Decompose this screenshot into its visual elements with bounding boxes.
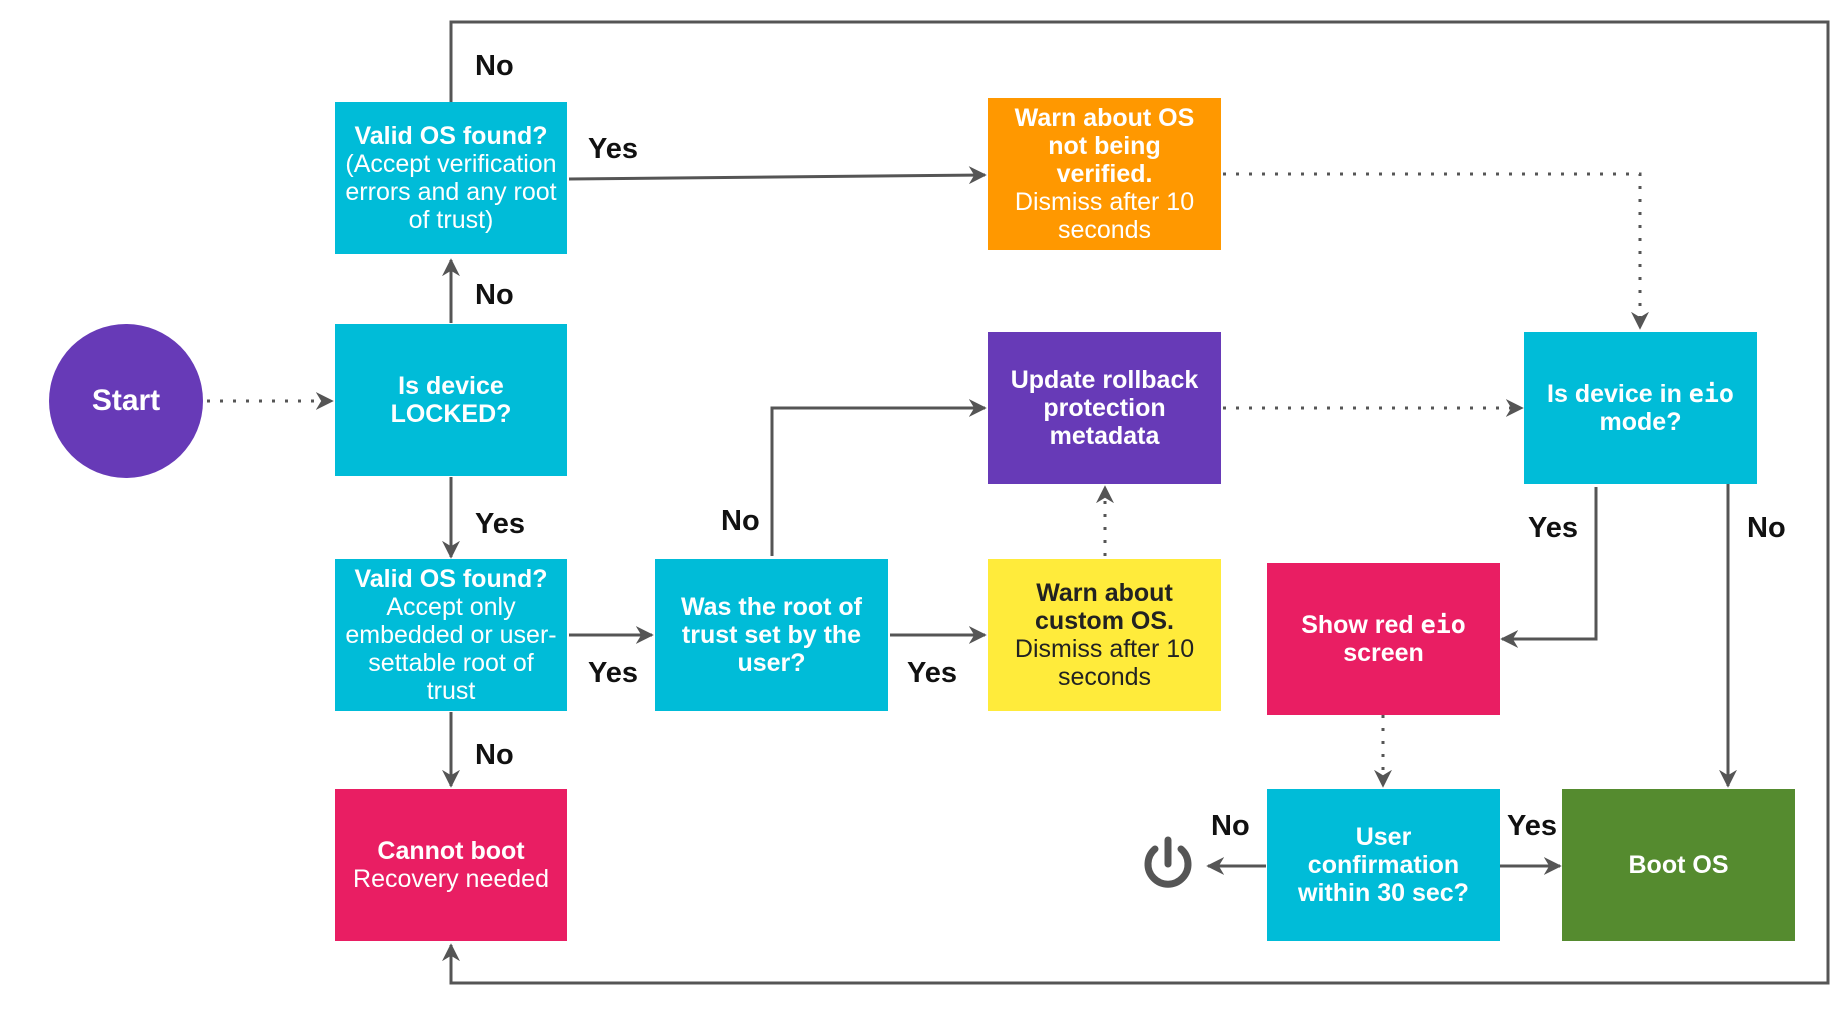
node-warn-unverified: Warn about OS not being verified. Dismis… <box>988 98 1221 250</box>
label-locked-yes: Yes <box>475 508 525 540</box>
node-subtitle: Dismiss after 10 seconds <box>1014 188 1195 244</box>
node-title: Valid OS found? <box>354 565 548 593</box>
label-root-set-yes: Yes <box>907 657 957 689</box>
node-root-set-by-user: Was the root of trust set by the user? <box>655 559 888 711</box>
edge-valid-any-warn <box>568 166 987 185</box>
node-update-rollback: Update rollback protection metadata <box>988 332 1221 484</box>
label-locked-no: No <box>475 279 514 311</box>
node-subtitle: (Accept verification errors and any root… <box>345 150 557 234</box>
node-title: Warn about OS not being verified. <box>1014 104 1195 188</box>
node-title: User confirmation within 30 sec? <box>1298 823 1469 907</box>
node-subtitle: Dismiss after 10 seconds <box>1014 635 1195 691</box>
edge-eio-red <box>1500 487 1598 648</box>
node-eio-mode: Is device in eio mode? <box>1524 332 1757 484</box>
title-part: Is device in <box>1547 380 1689 408</box>
node-title: Was the root of trust set by the user? <box>680 593 862 677</box>
node-title: Is device in eio mode? <box>1534 379 1747 437</box>
eio-code: eio <box>1420 610 1466 639</box>
node-title: Show red eio screen <box>1277 610 1490 668</box>
start-node: Start <box>49 324 203 478</box>
node-subtitle: Accept only embedded or user-settable ro… <box>345 593 557 705</box>
label-valid-embedded-no: No <box>475 739 514 771</box>
label-top-no: No <box>475 50 514 82</box>
node-title: Valid OS found? <box>354 122 548 150</box>
label-valid-embedded-yes: Yes <box>588 657 638 689</box>
title-part: Show red <box>1301 611 1421 639</box>
node-warn-custom: Warn about custom OS. Dismiss after 10 s… <box>988 559 1221 711</box>
edge-root-rollback <box>770 399 987 556</box>
node-valid-os-embedded: Valid OS found? Accept only embedded or … <box>335 559 567 711</box>
power-icon <box>1144 836 1192 888</box>
node-title: Boot OS <box>1628 851 1729 879</box>
edge-warn-eio <box>1223 172 1649 330</box>
node-user-confirmation: User confirmation within 30 sec? <box>1267 789 1500 941</box>
title-part: mode? <box>1599 408 1682 436</box>
label-eio-yes: Yes <box>1528 512 1578 544</box>
edge-loop-to-cannot-boot <box>442 20 1830 985</box>
node-subtitle: Recovery needed <box>353 865 549 893</box>
node-boot-os: Boot OS <box>1562 789 1795 941</box>
node-cannot-boot: Cannot boot Recovery needed <box>335 789 567 941</box>
label-valid-any-yes: Yes <box>588 133 638 165</box>
node-title: Is device LOCKED? <box>390 372 512 428</box>
node-title: Update rollback protection metadata <box>1010 366 1199 450</box>
eio-code: eio <box>1688 379 1734 408</box>
title-part: screen <box>1343 639 1424 667</box>
label-confirm-yes: Yes <box>1507 810 1557 842</box>
label-confirm-no: No <box>1211 810 1250 842</box>
node-title: Cannot boot <box>377 837 525 865</box>
label-eio-no: No <box>1747 512 1786 544</box>
start-label: Start <box>91 384 161 417</box>
label-root-set-no: No <box>721 505 760 537</box>
node-title: Warn about custom OS. <box>1035 579 1174 635</box>
node-show-red-eio: Show red eio screen <box>1267 563 1500 715</box>
node-is-device-locked: Is device LOCKED? <box>335 324 567 476</box>
node-valid-os-any: Valid OS found? (Accept verification err… <box>335 102 567 254</box>
